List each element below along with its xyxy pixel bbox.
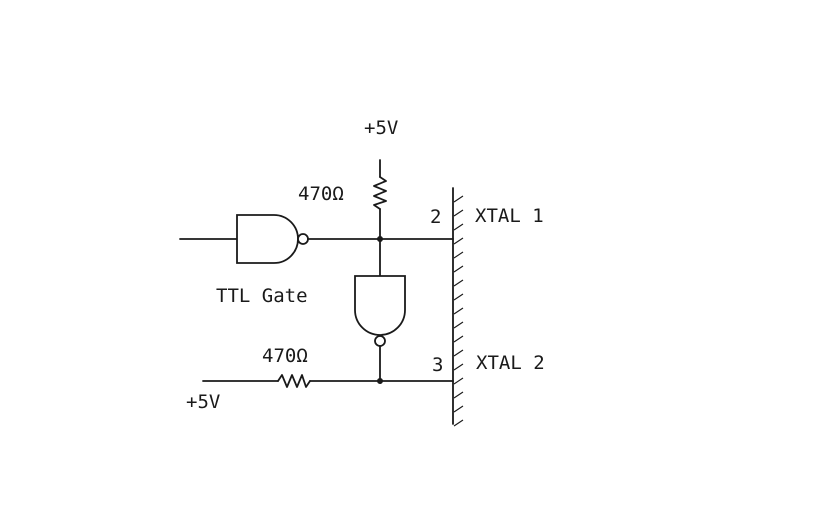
hatch-mark bbox=[453, 321, 464, 329]
xtal2-junction-dot bbox=[377, 378, 383, 384]
hatch-mark bbox=[453, 223, 464, 231]
hatch-mark bbox=[453, 265, 464, 273]
hatch-mark bbox=[453, 405, 464, 413]
hatch-mark bbox=[453, 279, 464, 287]
hatch-mark bbox=[453, 237, 464, 245]
nand-gate-1 bbox=[236, 214, 299, 264]
hatch-mark bbox=[453, 307, 464, 315]
resistor-bottom-label: 470Ω bbox=[262, 345, 308, 367]
resistor-top-label: 470Ω bbox=[298, 183, 344, 205]
pin-number-xtal2: 3 bbox=[432, 354, 443, 376]
hatch-mark bbox=[453, 363, 464, 371]
hatch-mark bbox=[453, 349, 464, 357]
hatch-mark bbox=[453, 419, 464, 427]
supply-top-label: +5V bbox=[364, 117, 398, 139]
nand-gate-1-bubble bbox=[297, 233, 309, 245]
ttl-gate-label: TTL Gate bbox=[216, 285, 308, 307]
nand-gate-2-bubble bbox=[374, 335, 386, 347]
nand-gate-2 bbox=[354, 275, 406, 336]
hatch-mark bbox=[453, 391, 464, 399]
resistor-top bbox=[373, 176, 387, 210]
supply-bottom-label: +5V bbox=[186, 391, 220, 413]
hatch-mark bbox=[453, 335, 464, 343]
xtal1-label: XTAL 1 bbox=[475, 205, 544, 227]
resistor-bottom bbox=[277, 374, 311, 388]
xtal2-label: XTAL 2 bbox=[476, 352, 545, 374]
hatch-mark bbox=[453, 195, 464, 203]
hatch-mark bbox=[453, 293, 464, 301]
hatch-mark bbox=[453, 377, 464, 385]
chip-boundary-hatching bbox=[453, 195, 464, 427]
pin-number-xtal1: 2 bbox=[430, 206, 441, 228]
hatch-mark bbox=[453, 209, 464, 217]
hatch-mark bbox=[453, 251, 464, 259]
